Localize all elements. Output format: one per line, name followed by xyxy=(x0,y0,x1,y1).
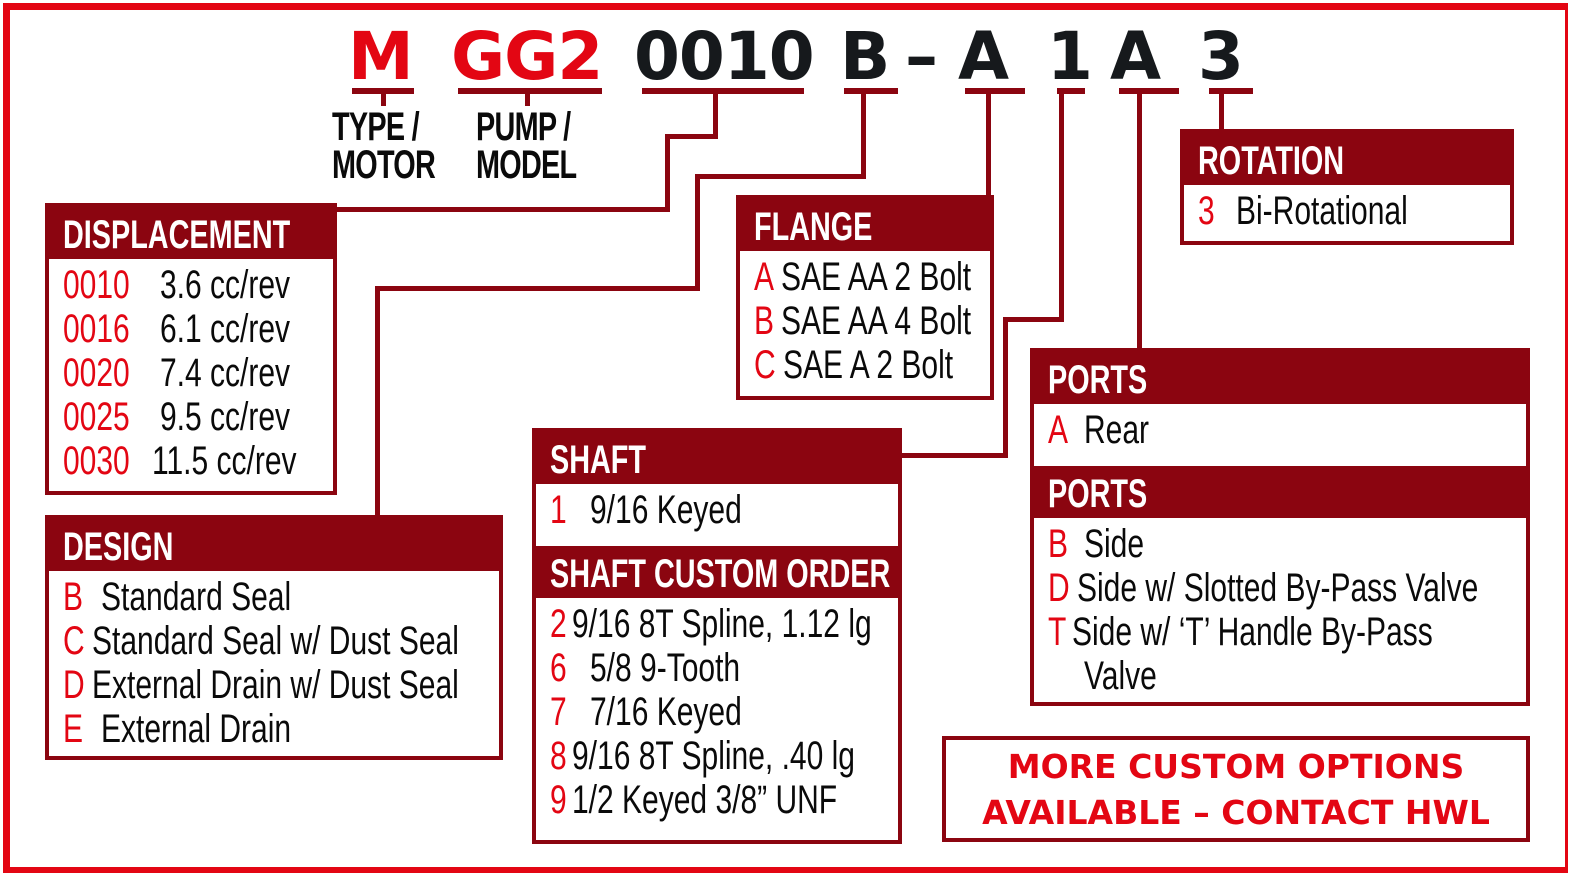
connector-flange xyxy=(986,92,991,198)
connector-design xyxy=(375,286,380,518)
connector-ports xyxy=(1137,92,1142,350)
connector-design xyxy=(861,92,866,178)
connector-displacement xyxy=(665,134,718,139)
underline-displacement xyxy=(642,88,804,94)
shaft-title: SHAFT xyxy=(536,432,898,484)
label-pump-line2: MODEL xyxy=(476,143,577,187)
ports-rear-title: PORTS xyxy=(1034,352,1526,404)
code-ports: A xyxy=(1110,18,1161,95)
tick-type xyxy=(381,92,386,106)
underline-model xyxy=(458,88,602,94)
displacement-title: DISPLACEMENT xyxy=(49,207,333,259)
code-type: M xyxy=(348,18,414,95)
underline-type xyxy=(352,88,414,94)
code-rotation: 3 xyxy=(1198,18,1244,95)
label-pump-line1: PUMP / xyxy=(476,105,571,149)
contact-cta-box: MORE CUSTOM OPTIONS AVAILABLE – CONTACT … xyxy=(942,736,1530,842)
underline-rotation xyxy=(1209,88,1253,94)
shaft-custom-title: SHAFT CUSTOM ORDER xyxy=(536,546,898,598)
flange-title: FLANGE xyxy=(740,199,990,251)
label-type-line1: TYPE / xyxy=(332,105,420,149)
underline-flange xyxy=(965,88,1025,94)
connector-displacement xyxy=(665,134,670,212)
cta-line-1: MORE CUSTOM OPTIONS xyxy=(1007,747,1465,786)
connector-design xyxy=(375,286,700,291)
underline-shaft xyxy=(1057,88,1085,94)
connector-shaft xyxy=(1003,317,1064,322)
ports-side-title: PORTS xyxy=(1034,466,1526,518)
code-flange: A xyxy=(958,18,1009,95)
outer-frame xyxy=(3,3,1568,873)
code-shaft: 1 xyxy=(1047,18,1093,95)
design-title: DESIGN xyxy=(49,519,499,571)
code-displacement: 0010 xyxy=(634,18,815,95)
connector-shaft xyxy=(1059,92,1064,322)
code-separator: – xyxy=(905,18,938,95)
underline-design xyxy=(844,88,898,94)
code-design: B xyxy=(840,18,890,95)
code-model: GG2 xyxy=(451,18,603,95)
cta-line-2: AVAILABLE – CONTACT HWL xyxy=(982,793,1490,832)
tick-model xyxy=(525,92,530,106)
connector-displacement xyxy=(334,207,670,212)
underline-ports xyxy=(1119,88,1179,94)
connector-design xyxy=(695,174,700,290)
connector-displacement xyxy=(713,92,718,138)
connector-design xyxy=(695,174,866,179)
label-type-line2: MOTOR xyxy=(332,143,436,187)
connector-shaft xyxy=(900,453,1008,458)
connector-rotation xyxy=(1219,92,1224,132)
connector-shaft xyxy=(1003,317,1008,458)
rotation-title: ROTATION xyxy=(1184,133,1510,185)
ports-side-row: Valve xyxy=(1084,654,1157,698)
